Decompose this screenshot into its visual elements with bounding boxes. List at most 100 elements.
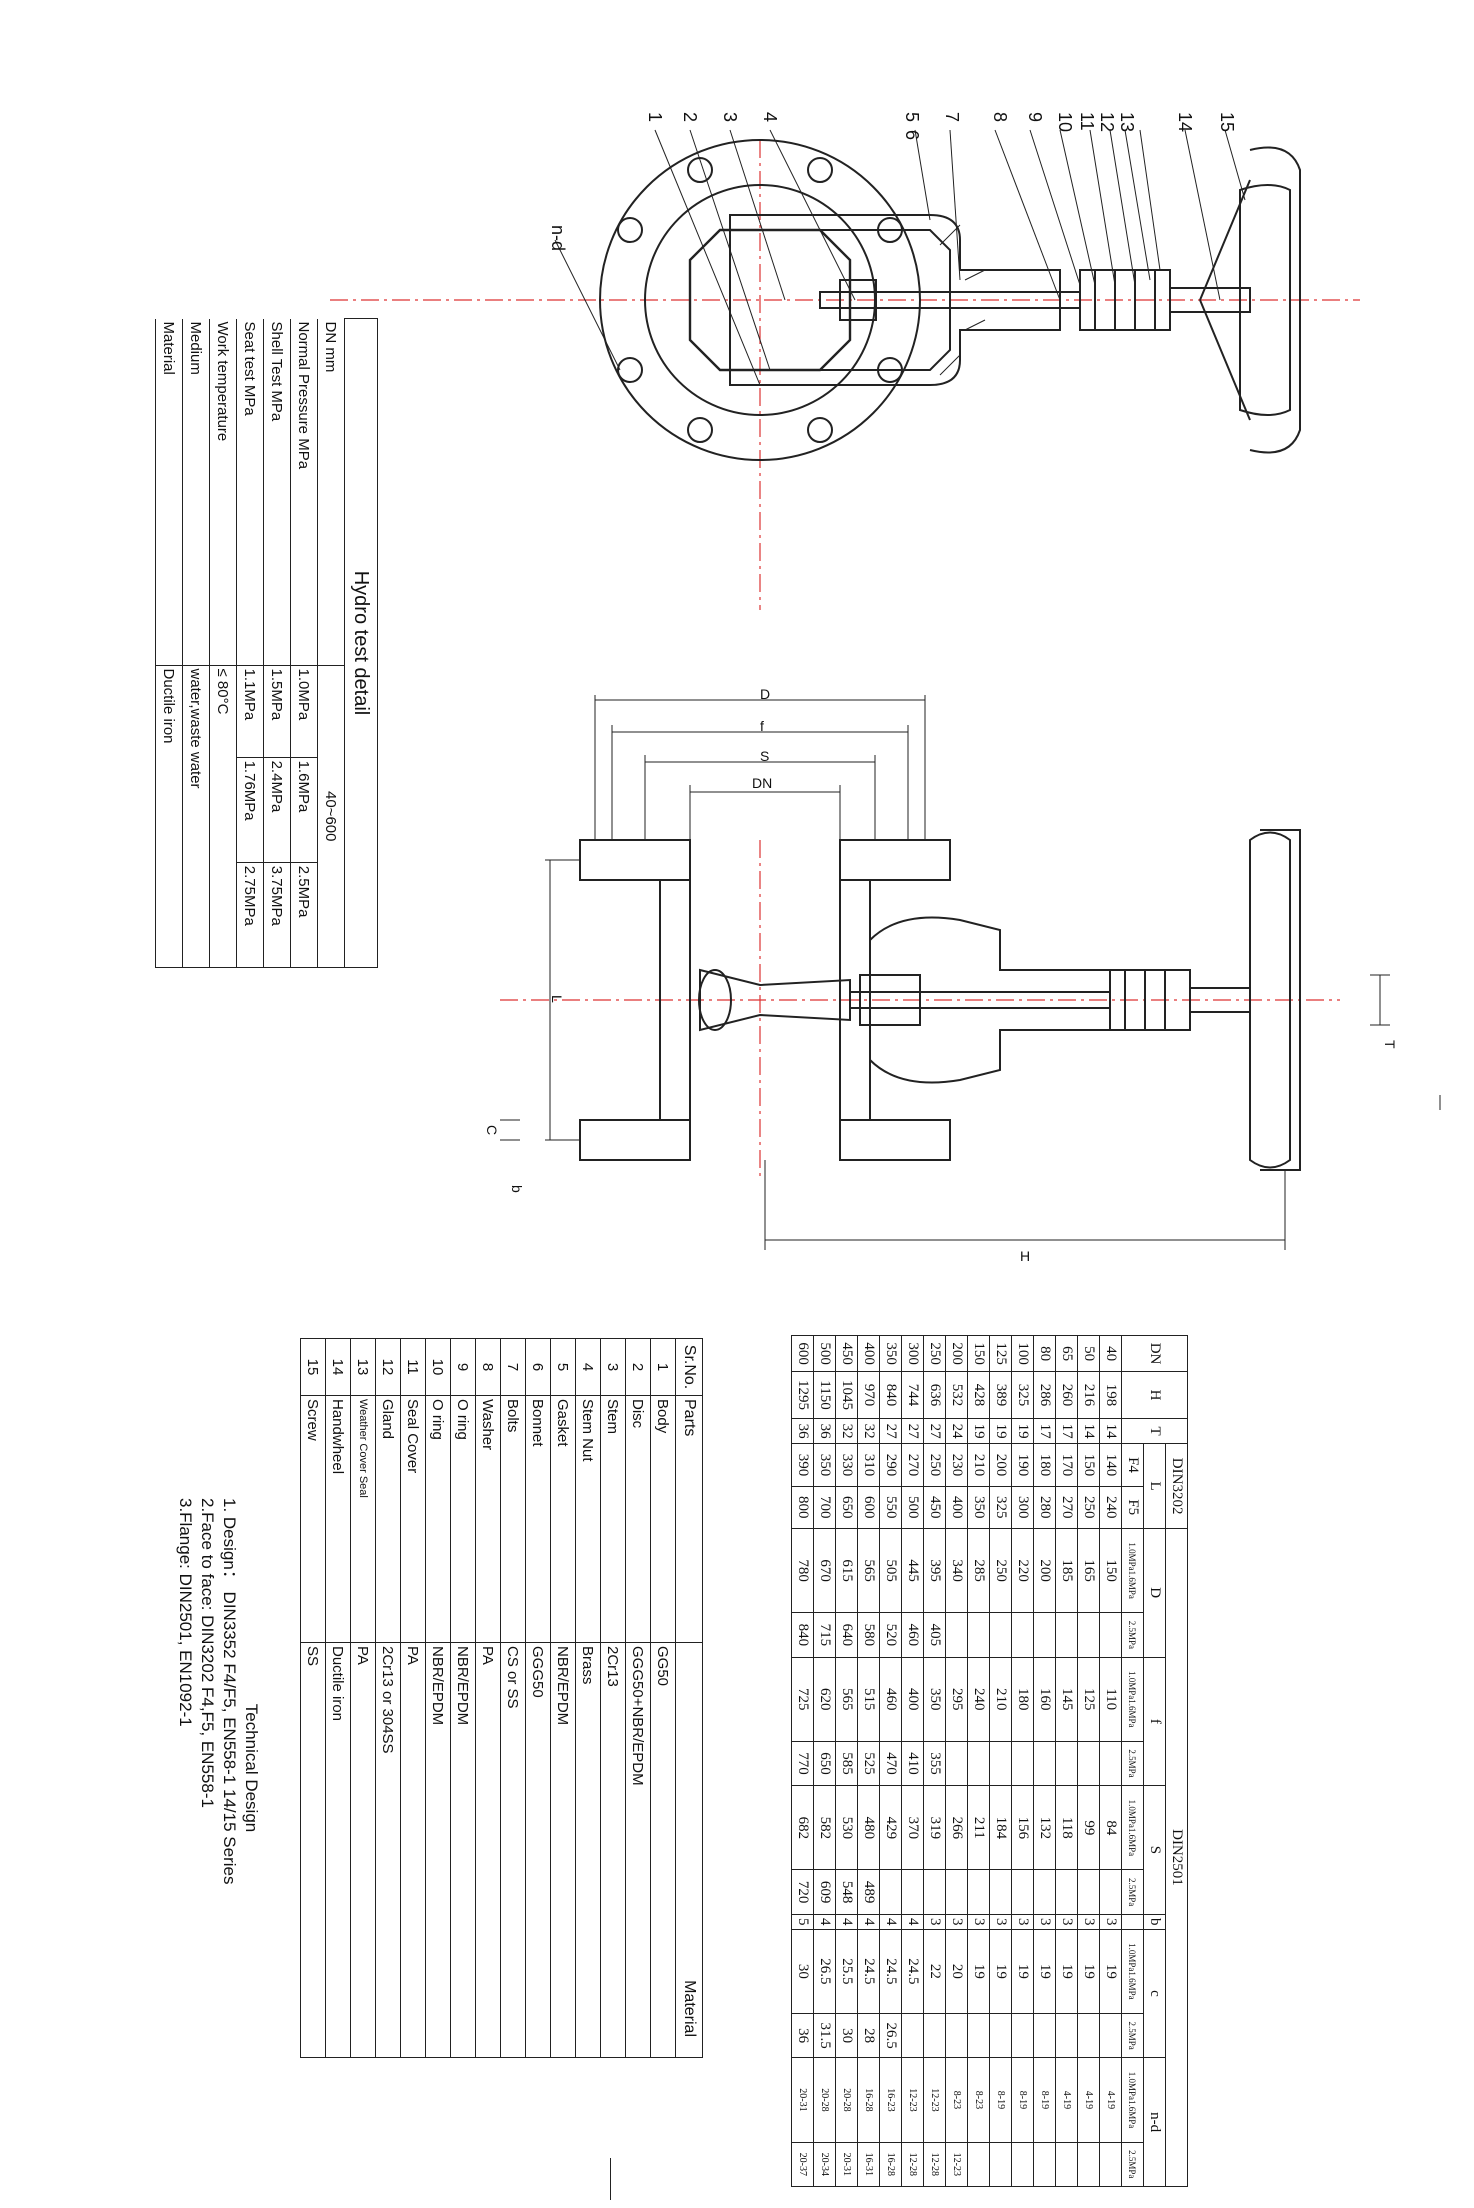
din-table-cell <box>923 1869 946 1915</box>
din-table-cell: 20-31 <box>791 2057 814 2143</box>
hydro-test-table: Hydro test detail DN mm 40~600 Normal Pr… <box>128 318 378 968</box>
din-table-cell <box>1099 1741 1122 1786</box>
din-table-cell: 12-23 <box>945 2142 968 2187</box>
din-table-cell: 270 <box>1055 1486 1078 1529</box>
din-header-f4: F4 <box>1121 1443 1144 1487</box>
din-table-cell: 180 <box>1033 1443 1056 1487</box>
din-table-cell: 400 <box>901 1657 924 1742</box>
din-header-f: f <box>1143 1657 1166 1786</box>
din-header-t: T <box>1121 1418 1188 1444</box>
din-table-cell: 132 <box>1033 1785 1056 1870</box>
hydro-row-label: Material <box>155 318 183 665</box>
hydro-cell: water,waste water <box>182 665 210 968</box>
din-table-cell: 725 <box>791 1657 814 1742</box>
din-table-cell: 580 <box>857 1612 880 1658</box>
din-table-cell: 20-28 <box>835 2057 858 2143</box>
din-header-b: b <box>1143 1914 1166 1930</box>
din-table-cell: 36 <box>791 1418 814 1444</box>
din-table-cell: 4 <box>879 1914 902 1930</box>
din-table-cell: 20-37 <box>791 2142 814 2187</box>
tech-line: 3.Flange: DIN2501, EN1092-1 <box>176 1498 195 1727</box>
hydro-cell: 1.6MPa <box>290 757 318 863</box>
din-table-cell: 340 <box>945 1528 968 1613</box>
din-table-cell <box>1055 1869 1078 1915</box>
dim-f: f <box>760 718 764 734</box>
part-material: PA <box>400 1642 426 2058</box>
din-table-cell: 36 <box>813 1418 836 1444</box>
part-material: 2Cr13 <box>600 1642 626 2058</box>
din-table-cell: 640 <box>835 1612 858 1658</box>
din-table-cell <box>945 2013 968 2058</box>
din-table-cell: 185 <box>1055 1528 1078 1613</box>
din-table-cell: 26.5 <box>813 1929 836 2014</box>
din-table-cell: 480 <box>857 1785 880 1870</box>
part-number: 13 <box>350 1338 376 1396</box>
din-table-cell: 32 <box>857 1418 880 1444</box>
din-table-cell: 12-23 <box>923 2057 946 2143</box>
din-table-cell: 405 <box>923 1612 946 1658</box>
din-table-cell: 609 <box>813 1869 836 1915</box>
din-table-cell: 500 <box>901 1486 924 1529</box>
din-table-cell <box>1077 2013 1100 2058</box>
din-table-cell: 8-19 <box>989 2057 1012 2143</box>
din-table-cell: 140 <box>1099 1443 1122 1487</box>
din-table-cell <box>945 1741 968 1786</box>
part-number: 9 <box>450 1338 476 1396</box>
din-table-cell: 100 <box>1011 1335 1034 1372</box>
part-name: Disc <box>625 1395 651 1643</box>
din-table-cell: 3 <box>1055 1914 1078 1930</box>
din-table-cell: 370 <box>901 1785 924 1870</box>
din-header-pressure: 1.0MPa1.6MPa <box>1121 1528 1144 1613</box>
tech-title: Technical Design <box>242 1703 261 1833</box>
din-table-cell: 3 <box>945 1914 968 1930</box>
part-material: GGG50+NBR/EPDM <box>625 1642 651 2058</box>
din-table-cell: 4 <box>857 1914 880 1930</box>
din-table-cell <box>1077 2142 1100 2187</box>
din-table-cell: 3 <box>923 1914 946 1930</box>
part-number: 3 <box>600 1338 626 1396</box>
din-table-cell: 670 <box>813 1528 836 1613</box>
din-table-cell: 800 <box>791 1486 814 1529</box>
din-table-cell: 410 <box>901 1741 924 1786</box>
din-table-cell: 505 <box>879 1528 902 1613</box>
din-table-cell: 24.5 <box>879 1929 902 2014</box>
dim-C: C <box>484 1125 500 1136</box>
din-table-cell: 216 <box>1077 1371 1100 1419</box>
din-table-cell: 682 <box>791 1785 814 1870</box>
din-table-cell: 16-31 <box>857 2142 880 2187</box>
margin-mark <box>610 2158 611 2200</box>
din-table-cell <box>1033 1612 1056 1658</box>
part-number: 14 <box>325 1338 351 1396</box>
din-table-cell: 20 <box>945 1929 968 2014</box>
din-table-cell: 20-34 <box>813 2142 836 2187</box>
din-table-cell: 4 <box>813 1914 836 1930</box>
part-material: Ductile iron <box>325 1642 351 2058</box>
din-table-cell: 200 <box>1033 1528 1056 1613</box>
dim-L: L <box>549 995 565 1003</box>
din-header-h: H <box>1121 1371 1188 1419</box>
dim-b: b <box>509 1185 525 1193</box>
part-name: Weather Cover Seal <box>350 1395 376 1643</box>
din-table-cell <box>1033 1741 1056 1786</box>
part-material: GGG50 <box>525 1642 551 2058</box>
din-table-cell: 50 <box>1077 1335 1100 1372</box>
din-table-cell: 5 <box>791 1914 814 1930</box>
hydro-row-label: DN mm <box>317 318 345 665</box>
din-table-cell: 1150 <box>813 1371 836 1419</box>
din-table-cell: 428 <box>967 1371 990 1419</box>
part-name: Stem Nut <box>575 1395 601 1643</box>
part-material: GG50 <box>650 1642 676 2058</box>
din-table-cell <box>989 1869 1012 1915</box>
din-table-cell <box>901 1869 924 1915</box>
hydro-cell: 3.75MPa <box>263 862 291 968</box>
part-material: 2Cr13 or 304SS <box>375 1642 401 2058</box>
din-table-cell: 210 <box>967 1443 990 1487</box>
